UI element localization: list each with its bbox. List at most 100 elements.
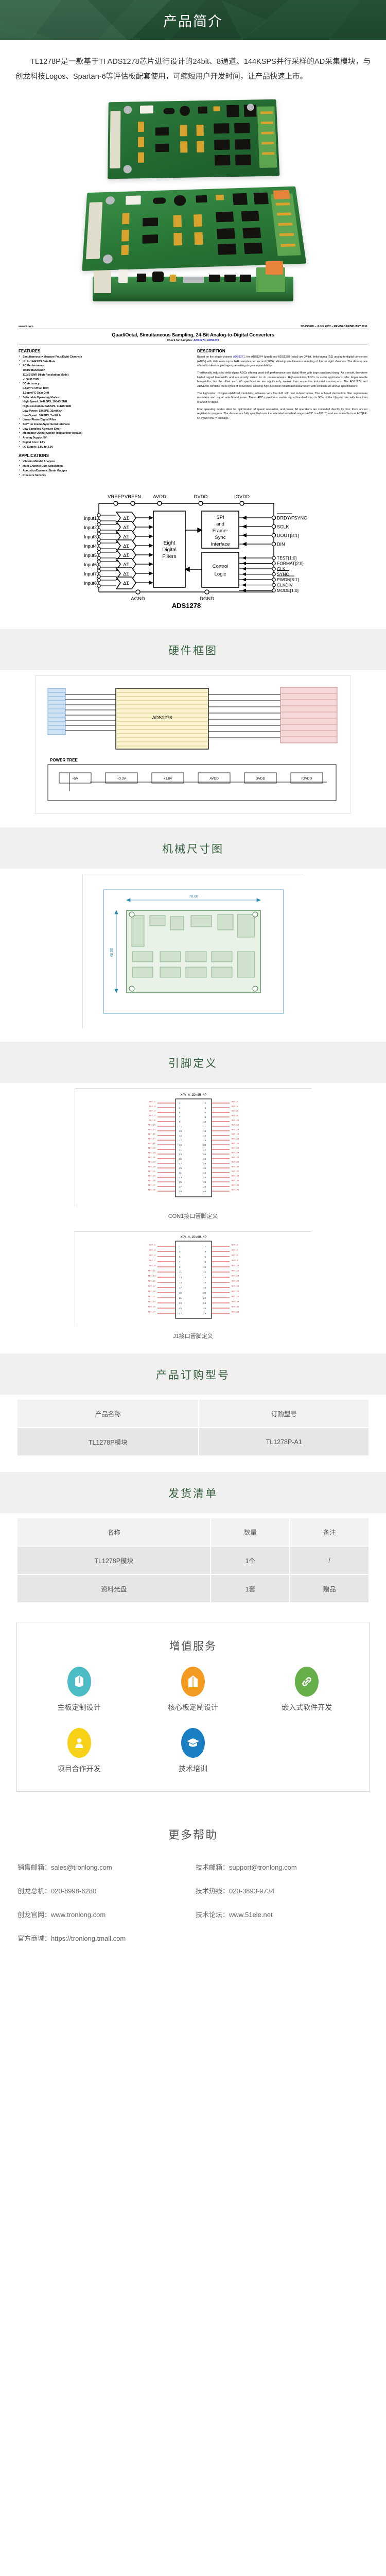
pin-net-label: NET_1	[149, 1101, 156, 1104]
contact-label: 官方商城：	[17, 1935, 51, 1942]
input-pin	[97, 575, 100, 578]
pin-number-right: 20	[203, 1145, 206, 1147]
pin-number-left: 21	[179, 1149, 182, 1151]
datasheet-left-column: FEATURES Simultaneously Measure Four/Eig…	[19, 349, 189, 478]
contact-item[interactable]: 创龙总机：020-8998-6280	[17, 1886, 190, 1895]
contact-item[interactable]: 创龙官网：www.tronlong.com	[17, 1909, 190, 1919]
order_table-column-header: 产品名称	[17, 1399, 199, 1428]
input-pin	[97, 541, 100, 545]
control-pin	[272, 562, 275, 565]
section-pinout-heading: 引脚定义	[0, 1042, 386, 1083]
feature-item: Simultaneously Measure Four/Eight Channe…	[19, 355, 189, 360]
hero-banner: 产品简介	[0, 0, 386, 40]
pin-number-right: 18	[203, 1140, 206, 1142]
value-added-item[interactable]: 技术培训	[136, 1728, 250, 1774]
pin-net-label: NET_4	[232, 1106, 238, 1108]
input-pin	[97, 538, 100, 541]
packing-table-body: TL1278P模块1个/资料光盘1套赠品	[17, 1546, 369, 1603]
contact-value[interactable]: 020-3893-9734	[229, 1887, 274, 1895]
check-label: Check for Samples:	[167, 339, 192, 342]
pin-net-label: NET_10	[232, 1120, 239, 1122]
pin-net-label: NET_20	[232, 1143, 239, 1145]
ground-pin	[136, 590, 140, 594]
power-rail-label: IOVDD	[302, 777, 312, 781]
contact-item[interactable]: 销售邮箱：sales@tronlong.com	[17, 1862, 190, 1872]
pin-net-label: NET_29	[148, 1166, 156, 1168]
pin-number-left: 27	[179, 1313, 182, 1315]
pin-number-left: 37	[179, 1187, 182, 1189]
pin-net-label: NET_36	[232, 1180, 239, 1182]
pin-net-label: NET_17	[148, 1139, 156, 1141]
modulator-label: ΔΣ	[123, 534, 129, 539]
feature-item: Low-Power: 52kSPS, 31mW/ch	[19, 409, 189, 414]
pin-net-label: NET_24	[232, 1153, 239, 1155]
contact-item[interactable]: 技术热线：020-3893-9734	[196, 1886, 369, 1895]
io-pin	[272, 516, 275, 520]
contact-value[interactable]: 020-8998-6280	[51, 1887, 96, 1895]
pin-number-right: 26	[203, 1159, 206, 1161]
pin-net-label: NET_3	[149, 1250, 156, 1252]
value-added-services-box: 增值服务 主板定制设计核心板定制设计嵌入式软件开发项目合作开发技术培训	[16, 1622, 370, 1792]
pinout-j1-part: XFV-H-2Dx6M-NP	[181, 1235, 207, 1239]
sample-link-ads1278[interactable]: ADS1278	[207, 339, 219, 342]
io-pin	[272, 543, 275, 546]
pin-number-right: 22	[203, 1149, 206, 1151]
feature-item: I/O Supply: 1.8V to 3.3V	[19, 445, 189, 450]
contact-value[interactable]: support@tronlong.com	[229, 1863, 297, 1871]
pin-net-label: NET_6	[232, 1111, 238, 1113]
mechanical-drawing-frame: 78.00 48.00	[82, 874, 304, 1028]
supply-pin-label: DVDD	[194, 494, 208, 500]
order-heading-text: 产品订购型号	[0, 1367, 386, 1382]
contact-item[interactable]: 技术邮箱：support@tronlong.com	[196, 1862, 369, 1872]
feature-item: –108dB THD	[19, 378, 189, 382]
application-item: Vibration/Modal Analysis	[19, 460, 189, 464]
pin-net-label: NET_20	[232, 1291, 239, 1293]
pin-number-right: 10	[203, 1267, 206, 1269]
applications-heading: APPLICATIONS	[19, 453, 189, 458]
contact-item[interactable]: 官方商城：https://tronlong.tmall.com	[17, 1933, 190, 1943]
value-added-item[interactable]: 核心板定制设计	[136, 1667, 250, 1713]
supply-pin	[114, 501, 118, 505]
contact-value[interactable]: sales@tronlong.com	[51, 1863, 112, 1871]
pin-number-right: 32	[203, 1173, 206, 1175]
input-label: Input5	[84, 553, 97, 558]
value-added-item[interactable]: 项目合作开发	[22, 1728, 136, 1774]
pin-net-label: NET_18	[232, 1139, 239, 1141]
pinout-con1-figure: 1234567891011121314151617181920212223242…	[0, 1083, 386, 1223]
features-heading: FEATURES	[19, 349, 189, 353]
packing_table-cell: 1个	[210, 1546, 290, 1574]
pin-number-left: 35	[179, 1182, 182, 1184]
arrow-head	[149, 534, 153, 538]
feature-item: 0.8µV/°C Offset Drift	[19, 386, 189, 391]
sample-link-ads1274[interactable]: ADS1274	[194, 339, 205, 342]
svg-text:Control: Control	[213, 564, 229, 569]
applications-list: Vibration/Modal AnalysisMulti-Channel Da…	[19, 460, 189, 478]
description-part-link[interactable]: ADS1271	[233, 355, 245, 359]
input-pin	[97, 519, 100, 522]
svg-text:Eight: Eight	[164, 540, 176, 546]
feature-item: DC Accuracy:	[19, 382, 189, 386]
arrow-head	[149, 553, 153, 557]
contact-value[interactable]: https://tronlong.tmall.com	[51, 1935, 126, 1942]
packing-table-head-row: 名称数量备注	[17, 1518, 369, 1546]
arrow-head	[242, 542, 247, 546]
value-added-item[interactable]: 主板定制设计	[22, 1667, 136, 1713]
contact-item[interactable]: 技术论坛：www.51ele.net	[196, 1909, 369, 1919]
pin-net-label: NET_5	[149, 1255, 156, 1257]
contact-value[interactable]: www.51ele.net	[229, 1911, 273, 1919]
value-added-item-label: 项目合作开发	[58, 1764, 101, 1774]
arrow-head	[149, 581, 153, 585]
feature-item: High-Speed: 144kSPS, 106dB SNR	[19, 400, 189, 404]
input-label: Input2	[84, 525, 97, 530]
contact-label: 技术邮箱：	[196, 1863, 229, 1871]
value-added-item[interactable]: 嵌入式软件开发	[250, 1667, 364, 1713]
feature-item: Selectable Operating Modes:	[19, 396, 189, 400]
contact-value[interactable]: www.tronlong.com	[51, 1911, 106, 1919]
application-item: Multi-Channel Data Acquisition	[19, 464, 189, 469]
pin-number-right: 12	[203, 1126, 206, 1128]
pin-net-label: NET_12	[232, 1125, 239, 1127]
arrow-head	[242, 556, 246, 560]
control-pin-label: CLKDIV	[277, 583, 293, 588]
pin-number-right: 16	[203, 1136, 206, 1138]
pinout-heading-text: 引脚定义	[0, 1055, 386, 1071]
